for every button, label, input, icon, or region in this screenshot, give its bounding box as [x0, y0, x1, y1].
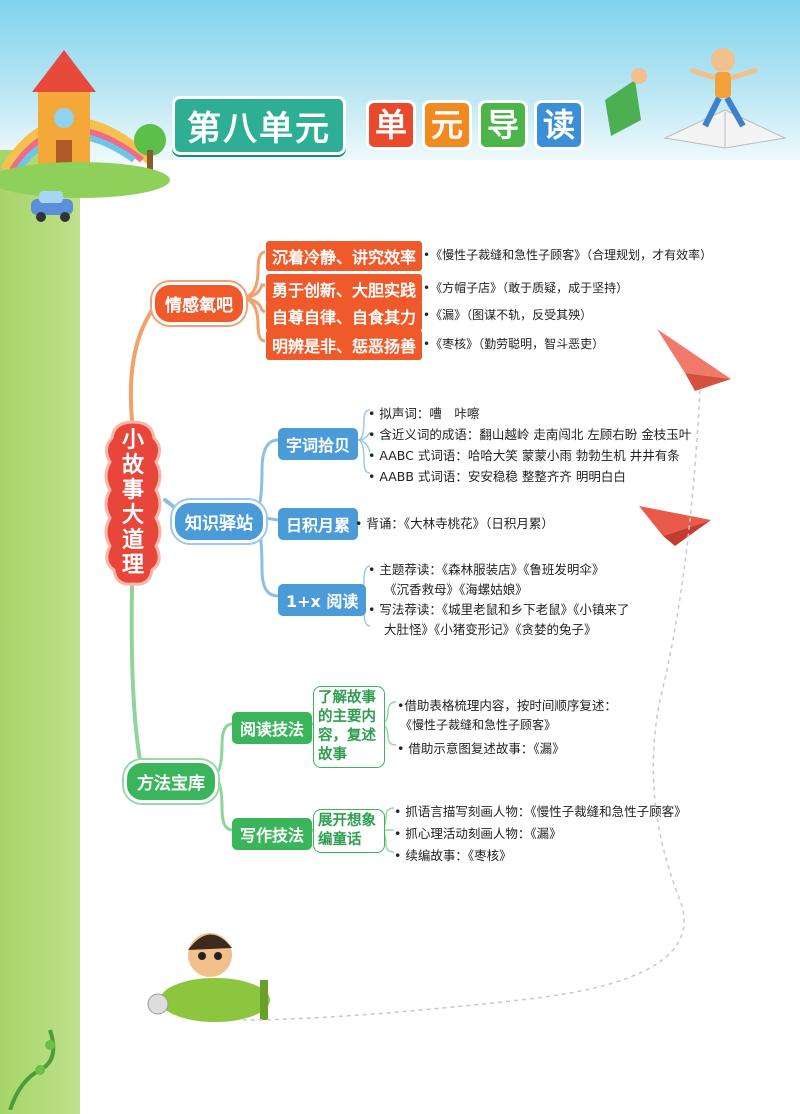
center-char: 大: [121, 503, 144, 528]
reading-item-3: • 写法荐读：《城里老鼠和乡下老鼠》《小镇来了: [368, 602, 630, 617]
theme-4: 明辨是非、惩恶扬善: [266, 330, 423, 360]
theme-4-text: •《枣核》（勤劳聪明，智斗恶吏）: [423, 337, 605, 351]
node-reading-skill: 阅读技法: [232, 712, 313, 744]
node-accumulate: 日积月累: [278, 508, 359, 540]
center-char: 小: [121, 428, 144, 453]
paper-plane-icon: [657, 329, 731, 391]
read-char-1: 单: [366, 100, 416, 150]
theme-2-text: •《方帽子店》（敢于质疑，成于坚持）: [423, 281, 629, 295]
car-icon: [31, 191, 73, 222]
boy-plane-illustration: [147, 933, 270, 1022]
box-line: 展开想象: [318, 813, 376, 829]
grass-strip: [0, 150, 80, 1114]
unit-banner: 第八单元 单 元 导 读: [172, 95, 584, 155]
node-reading: 1+x 阅读: [278, 584, 367, 616]
words-item-3: • AABC 式词语：哈哈大笑 蒙蒙小雨 勃勃生机 井井有条: [368, 448, 680, 463]
reading-skill-item-2: 《慢性子裁缝和急性子顾客》: [400, 718, 557, 732]
read-char-3: 导: [478, 100, 528, 150]
writing-skill-box: 展开想象 编童话: [313, 809, 385, 853]
paper-plane-icon-2: [639, 506, 711, 546]
words-item-4: • AABB 式词语：安安稳稳 整整齐齐 明明白白: [368, 469, 626, 484]
central-topic-cloud: [104, 420, 162, 586]
writing-skill-item-2: • 抓心理活动刻画人物：《漏》: [394, 826, 562, 841]
read-char-2: 元: [422, 100, 472, 150]
branch-methods: 方法宝库: [124, 760, 218, 803]
vine-decoration: [8, 1029, 56, 1110]
branch-knowledge: 知识驿站: [172, 500, 266, 543]
central-topic-text: 小 故 事 大 道 理: [102, 428, 164, 578]
writing-skill-item-3: • 续编故事：《枣核》: [394, 848, 512, 863]
reading-item-4: 大肚怪》《小猪变形记》《贪婪的兔子》: [384, 622, 597, 637]
reading-item-2: 《沉香救母》《海螺姑娘》: [384, 582, 528, 597]
theme-1-text: •《慢性子裁缝和急性子顾客》（合理规划，才有效率）: [423, 248, 713, 262]
node-writing-skill: 写作技法: [232, 818, 313, 850]
box-line: 的主要内: [318, 709, 376, 725]
writing-skill-item-1: • 抓语言描写刻画人物：《慢性子裁缝和急性子顾客》: [394, 804, 687, 819]
reading-skill-item-3: • 借助示意图复述故事：《漏》: [397, 741, 565, 756]
center-char: 理: [121, 553, 144, 578]
box-line: 容，复述: [318, 728, 376, 744]
theme-3-text: •《漏》（图谋不轨，反受其殃）: [423, 308, 593, 322]
branch-emotion: 情感氧吧: [152, 282, 246, 325]
unit-title: 第八单元: [172, 95, 346, 155]
box-line: 故事: [318, 747, 347, 763]
theme-3: 自尊自律、自食其力: [266, 301, 423, 331]
theme-2: 勇于创新、大胆实践: [266, 274, 423, 304]
reading-skill-box: 了解故事 的主要内 容，复述 故事: [313, 686, 385, 768]
node-words: 字词拾贝: [278, 428, 359, 460]
reading-skill-item-1: •借助表格梳理内容，按时间顺序复述：: [397, 698, 617, 713]
center-char: 道: [121, 528, 144, 553]
box-line: 编童话: [318, 832, 362, 848]
words-item-1: • 拟声词：嘈 咔嚓: [368, 406, 480, 421]
accumulate-text: • 背诵：《大林寺桃花》（日积月累）: [355, 516, 554, 531]
read-char-4: 读: [534, 100, 584, 150]
kids-reading-illustration: [605, 48, 787, 149]
words-item-2: • 含近义词的成语：翻山越岭 走南闯北 左顾右盼 金枝玉叶: [368, 427, 692, 442]
box-line: 了解故事: [318, 690, 376, 706]
reading-item-1: • 主题荐读：《森林服装店》《鲁班发明伞》: [368, 562, 605, 577]
center-char: 事: [121, 478, 144, 503]
center-char: 故: [121, 453, 144, 478]
theme-1: 沉着冷静、讲究效率: [266, 241, 423, 271]
house-illustration: [0, 50, 170, 198]
